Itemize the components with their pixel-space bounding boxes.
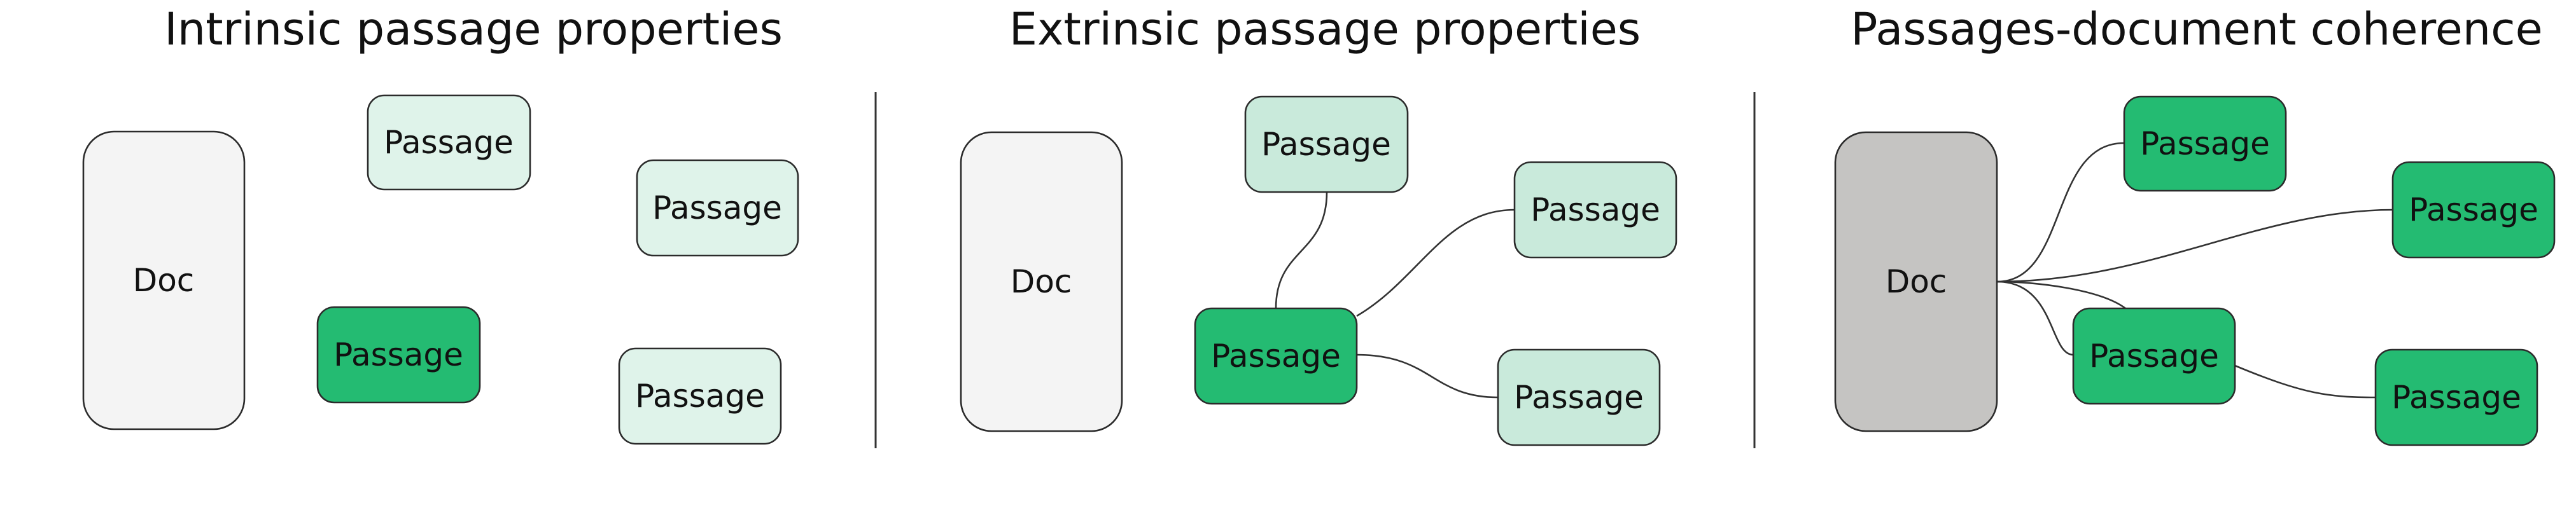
passage-label: Passage bbox=[1530, 191, 1660, 228]
edge-connector bbox=[1996, 142, 2125, 283]
doc-label: Doc bbox=[133, 262, 195, 299]
passage-node: Passage bbox=[367, 94, 531, 191]
edge-connector bbox=[2234, 364, 2376, 399]
passage-node-highlighted: Passage bbox=[316, 306, 481, 404]
edge-connector bbox=[1356, 209, 1515, 317]
passage-node-highlighted: Passage bbox=[2123, 95, 2287, 192]
passage-label: Passage bbox=[652, 189, 782, 226]
doc-node: Doc bbox=[82, 130, 246, 430]
passage-label: Passage bbox=[635, 378, 765, 415]
panel-coherence: Passages-document coherence Doc Passage … bbox=[1834, 3, 2556, 446]
passage-node-highlighted: Passage bbox=[2391, 161, 2556, 259]
passage-node: Passage bbox=[636, 159, 799, 257]
doc-label: Doc bbox=[1011, 263, 1072, 300]
doc-node: Doc bbox=[960, 131, 1123, 432]
edge-connector bbox=[1356, 354, 1499, 399]
panel-title: Intrinsic passage properties bbox=[164, 3, 783, 55]
passage-label: Passage bbox=[384, 124, 514, 161]
passage-label: Passage bbox=[1261, 126, 1391, 163]
passage-label: Passage bbox=[2140, 125, 2270, 162]
passage-node-highlighted: Passage bbox=[1194, 307, 1358, 405]
edge-connector bbox=[1996, 209, 2393, 283]
passage-node: Passage bbox=[1513, 161, 1677, 259]
passage-node: Passage bbox=[618, 347, 782, 445]
doc-node: Doc bbox=[1834, 131, 1998, 432]
panel-title: Passages-document coherence bbox=[1851, 3, 2542, 55]
passage-label: Passage bbox=[1514, 379, 1644, 416]
passage-node: Passage bbox=[1244, 95, 1409, 193]
passage-node-highlighted: Passage bbox=[2072, 307, 2236, 405]
passage-label: Passage bbox=[333, 336, 463, 373]
passage-node: Passage bbox=[1497, 348, 1661, 446]
panel-extrinsic: Extrinsic passage properties Doc Passage… bbox=[960, 3, 1677, 446]
doc-label: Doc bbox=[1886, 263, 1947, 300]
panel-intrinsic: Intrinsic passage properties Doc Passage… bbox=[82, 3, 799, 445]
passage-label: Passage bbox=[2089, 338, 2219, 374]
edge-connector bbox=[1275, 191, 1328, 309]
passage-label: Passage bbox=[2409, 191, 2538, 228]
passage-node-highlighted: Passage bbox=[2374, 348, 2538, 446]
passage-label: Passage bbox=[2391, 379, 2521, 416]
edge-connector bbox=[1996, 280, 2126, 310]
panel-title: Extrinsic passage properties bbox=[1009, 3, 1641, 55]
passage-label: Passage bbox=[1211, 338, 1341, 374]
edge-connector bbox=[1996, 280, 2074, 356]
